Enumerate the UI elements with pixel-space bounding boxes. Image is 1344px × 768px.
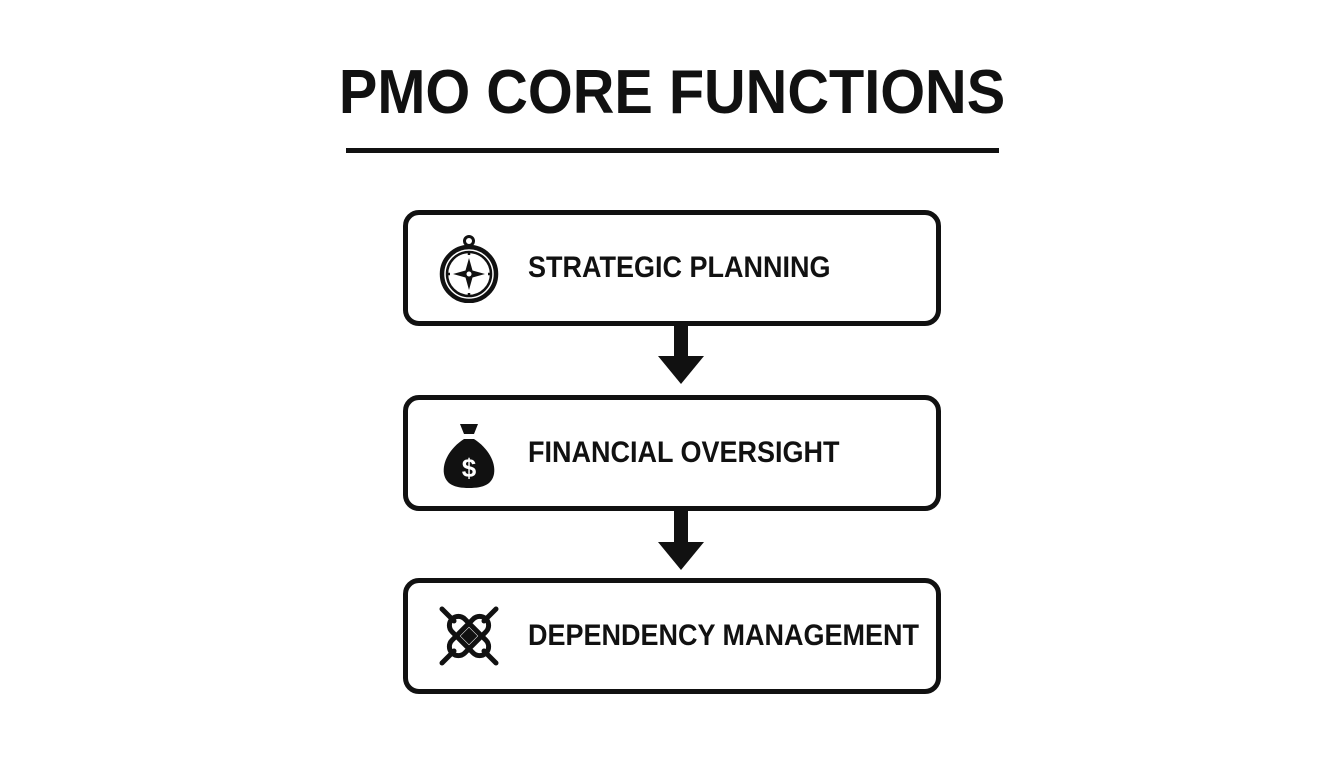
step-box-dependency-management: DEPENDENCY MANAGEMENT	[403, 578, 941, 694]
money-bag-icon: $	[434, 418, 504, 488]
step-label: STRATEGIC PLANNING	[528, 251, 831, 284]
diagram-title: PMO CORE FUNCTIONS	[338, 57, 1006, 127]
chain-link-icon	[434, 601, 504, 671]
step-box-financial-oversight: $ FINANCIAL OVERSIGHT	[403, 395, 941, 511]
flow-arrow-2	[656, 508, 706, 572]
flow-arrow-1	[656, 322, 706, 386]
step-label: FINANCIAL OVERSIGHT	[528, 436, 840, 469]
step-label: DEPENDENCY MANAGEMENT	[528, 619, 920, 652]
step-box-strategic-planning: STRATEGIC PLANNING	[403, 210, 941, 326]
svg-text:$: $	[462, 453, 477, 483]
title-underline	[346, 148, 999, 153]
compass-icon	[434, 233, 504, 303]
